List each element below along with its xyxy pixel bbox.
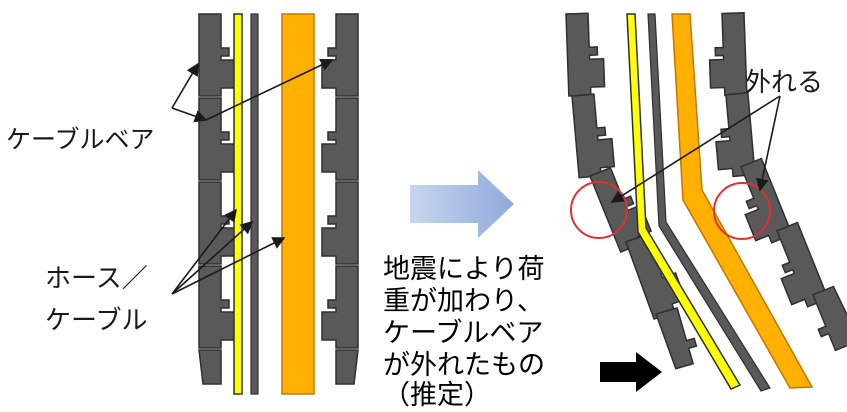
cable-bear-label: ケーブルベア	[6, 125, 155, 154]
right-chain-before	[321, 13, 359, 385]
right-chain-after	[707, 11, 847, 352]
description-line5: （推定）	[383, 380, 491, 411]
detach-circle-left	[570, 181, 628, 239]
hose-label-line1: ホース／	[45, 264, 148, 294]
pointer-arrow-icon	[600, 352, 662, 392]
description-line1: 地震により荷	[383, 254, 545, 285]
cable-bear-leaders	[171, 59, 334, 123]
hose-label-line2: ケーブル	[45, 306, 148, 336]
center-cables-after	[626, 13, 814, 392]
detach-label: 外れる	[745, 68, 824, 98]
detach-circle-right	[713, 182, 771, 240]
right-arrow-icon	[410, 170, 514, 238]
description-line4: が外れたもの	[383, 350, 545, 381]
left-chain-before	[198, 13, 236, 385]
hose-leaders	[171, 208, 286, 295]
description-line3: ケーブルベア	[383, 318, 544, 349]
center-cables-before	[233, 13, 315, 395]
description-line2: 重が加わり、	[383, 286, 544, 317]
left-chain-after	[565, 11, 698, 370]
detach-leaders	[610, 95, 781, 203]
